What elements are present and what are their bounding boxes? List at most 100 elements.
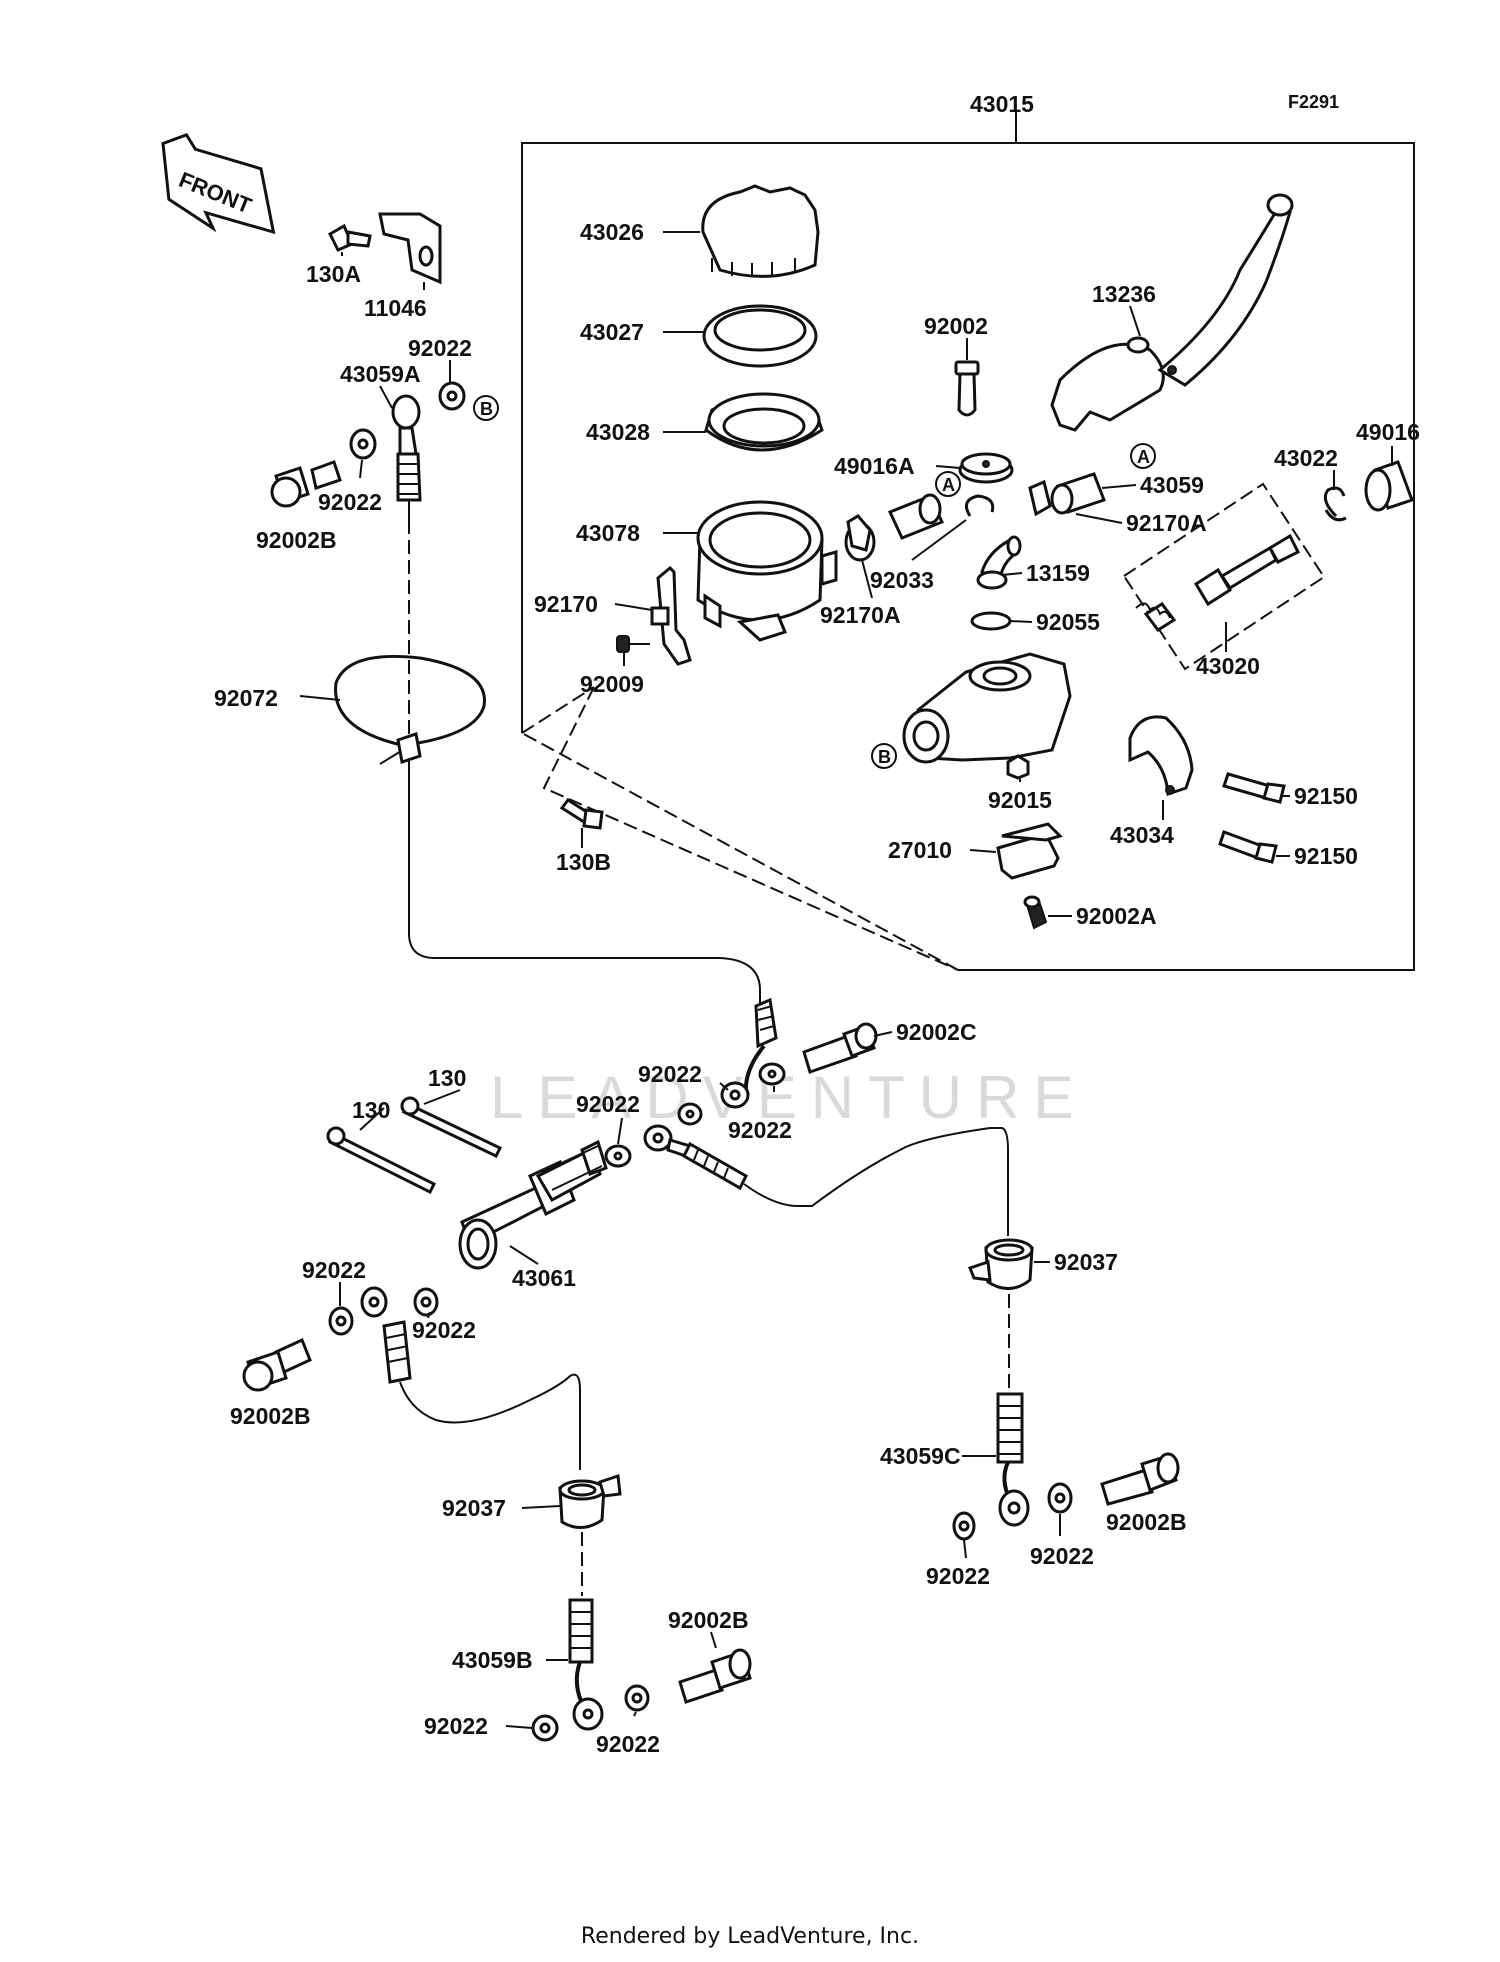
- label-92072: 92072: [214, 685, 278, 711]
- banjo-bolt-b: [678, 1648, 752, 1704]
- washer-r-2: [952, 1511, 976, 1541]
- piston-assembly: [1122, 482, 1326, 671]
- leader-lines: [299, 231, 1393, 1729]
- reservoir-body: [696, 500, 838, 642]
- label-43061: 43061: [512, 1265, 576, 1291]
- label-92033: 92033: [870, 567, 934, 593]
- label-92002B-b: 92002B: [668, 1607, 749, 1633]
- reservoir-cap: [701, 184, 820, 278]
- circlip-43022: [1323, 486, 1347, 522]
- master-cylinder-body: [902, 652, 1072, 764]
- washer-l-1: [328, 1306, 354, 1336]
- label-43015: 43015: [970, 91, 1034, 117]
- label-92022-r-2: 92022: [926, 1563, 990, 1589]
- dust-boot: [958, 452, 1014, 484]
- bolt-92150-upper: [1222, 772, 1286, 804]
- hose-43059B: [568, 1598, 604, 1731]
- washer-tl-1: [438, 381, 466, 411]
- label-92015: 92015: [988, 787, 1052, 813]
- label-92002C: 92002C: [896, 1019, 977, 1045]
- label-92022-b-2: 92022: [596, 1731, 660, 1757]
- hose-middle-right: [643, 1124, 1009, 1236]
- bolt-92150-lower: [1218, 830, 1278, 864]
- marker-a-upper: A: [1130, 443, 1156, 469]
- clamp-bracket: [650, 565, 692, 666]
- label-92150-lower: 92150: [1294, 843, 1358, 869]
- label-43078: 43078: [576, 520, 640, 546]
- washer-m-1: [758, 1062, 786, 1086]
- screw-92009: [616, 635, 650, 653]
- marker-a-upper-text: A: [1137, 447, 1150, 467]
- banjo-bolt-92002C: [802, 1022, 878, 1074]
- marker-a-lower-text: A: [942, 475, 955, 495]
- banjo-bolt-l: [242, 1337, 312, 1392]
- label-92170A-right: 92170A: [1126, 510, 1207, 536]
- label-92022-r-1: 92022: [1030, 1543, 1094, 1569]
- washer-tl-2: [349, 428, 377, 460]
- label-43020: 43020: [1196, 653, 1260, 679]
- label-92037-left: 92037: [442, 1495, 506, 1521]
- label-43034: 43034: [1110, 822, 1174, 848]
- banjo-bolt-r: [1100, 1452, 1180, 1506]
- washer-m-2: [677, 1102, 703, 1126]
- label-92022-l-2: 92022: [412, 1317, 476, 1343]
- label-92022-m-3: 92022: [576, 1091, 640, 1117]
- o-ring: [970, 611, 1012, 631]
- label-49016A: 49016A: [834, 453, 915, 479]
- marker-b-upper-text: B: [480, 399, 493, 419]
- hose-band: [334, 654, 486, 765]
- hose-clamp-92037-left: [558, 1473, 622, 1596]
- label-92170A-left: 92170A: [820, 602, 901, 628]
- elbow-fitting: [976, 535, 1022, 590]
- washer-m-3: [604, 1144, 632, 1168]
- hose-guide-bracket: [378, 212, 442, 285]
- three-way-joint: [458, 1139, 608, 1270]
- part-labels: 43015 43026 43027 43028 43078 92170 9200…: [214, 91, 1420, 1757]
- marker-b-lower-text: B: [878, 747, 891, 767]
- label-92037-right: 92037: [1054, 1249, 1118, 1275]
- label-13159: 13159: [1026, 560, 1090, 586]
- label-92022-tl-2: 92022: [318, 489, 382, 515]
- label-92022-tl-1: 92022: [408, 335, 472, 361]
- label-92002A: 92002A: [1076, 903, 1157, 929]
- brake-light-switch: [996, 822, 1063, 880]
- label-43059C: 43059C: [880, 1443, 961, 1469]
- marker-a-lower: A: [935, 471, 961, 497]
- label-13236: 13236: [1092, 281, 1156, 307]
- hose-43059C: [996, 1392, 1030, 1527]
- label-27010: 27010: [888, 837, 952, 863]
- washer-b-1: [624, 1684, 650, 1712]
- piston-boot: [1364, 460, 1414, 512]
- label-43059A: 43059A: [340, 361, 421, 387]
- reservoir-hose-fitting: [844, 493, 945, 562]
- hose-clamp-92037-right: [968, 1238, 1034, 1390]
- label-92022-l-1: 92022: [302, 1257, 366, 1283]
- handlebar-clamp: [1128, 715, 1194, 797]
- front-arrow-icon: FRONT: [161, 133, 276, 235]
- hose-lower-left: [360, 1286, 581, 1470]
- label-130B: 130B: [556, 849, 611, 875]
- label-92022-m-2: 92022: [728, 1117, 792, 1143]
- label-130-a: 130: [428, 1065, 466, 1091]
- screw-92002A: [1023, 895, 1048, 930]
- banjo-bolt-tl: [270, 460, 342, 508]
- bolt-130A: [328, 223, 372, 252]
- hose-middle-end: [720, 997, 778, 1109]
- label-43026: 43026: [580, 219, 644, 245]
- label-49016: 49016: [1356, 419, 1420, 445]
- cap-nut-92015: [1006, 754, 1030, 780]
- assembly-boundary: [521, 112, 1415, 971]
- bolt-130-upper: [400, 1096, 503, 1158]
- diaphragm-plate: [702, 304, 818, 368]
- brake-lever: [1050, 193, 1294, 432]
- hose-43059A: [391, 394, 422, 520]
- hose-center-lines: [408, 520, 761, 1010]
- marker-b-upper: B: [473, 395, 499, 421]
- diagram-code: F2291: [1288, 92, 1339, 112]
- label-92002B-l: 92002B: [230, 1403, 311, 1429]
- label-92022-m-1: 92022: [638, 1061, 702, 1087]
- label-11046: 11046: [364, 295, 427, 321]
- washer-b-2: [531, 1714, 559, 1742]
- label-92002B-r: 92002B: [1106, 1509, 1187, 1535]
